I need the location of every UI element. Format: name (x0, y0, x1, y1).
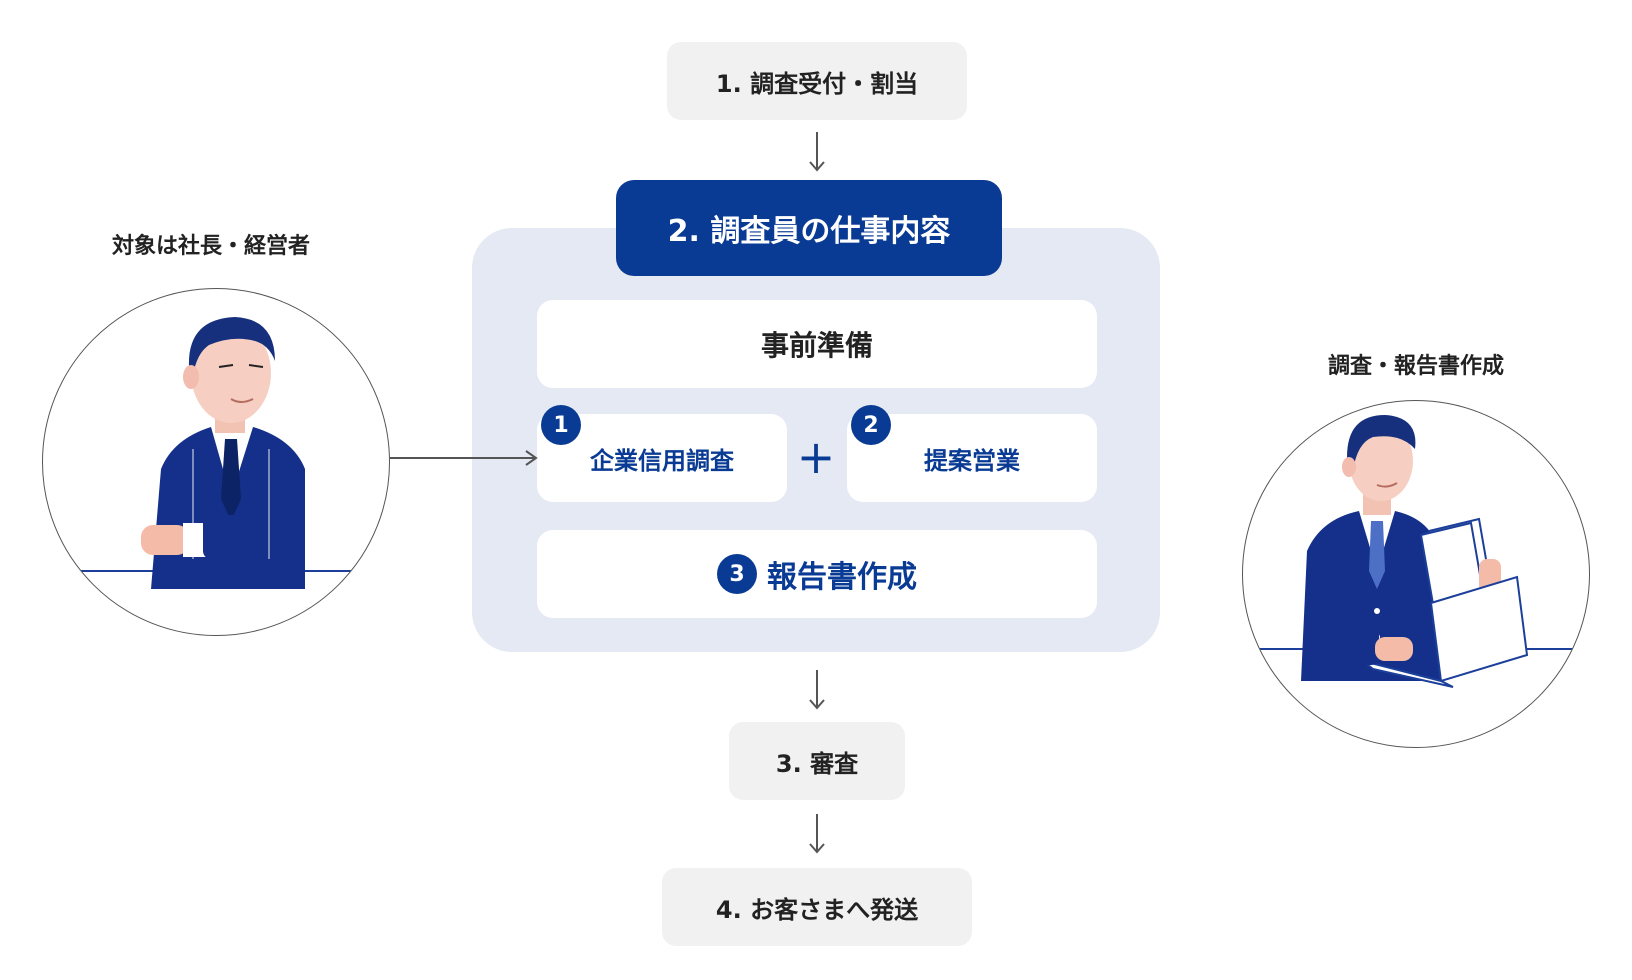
step-2-header-label: 2. 調査員の仕事内容 (667, 214, 951, 249)
right-caption: 調査・報告書作成 (1328, 354, 1505, 379)
left-caption: 対象は社長・経営者 (112, 234, 311, 259)
task-1-number-badge: 1 (541, 405, 581, 445)
plus-icon: + (796, 430, 836, 484)
task-3-number-badge: 3 (717, 554, 757, 594)
down-arrow-icon (809, 670, 825, 710)
down-arrow-icon (809, 814, 825, 854)
prep-card: 事前準備 (537, 300, 1097, 388)
task-3-card: 3 報告書作成 (537, 530, 1097, 618)
task-2-label: 提案営業 (924, 446, 1020, 475)
step-3-box: 3. 審査 (729, 722, 905, 800)
step-4-box: 4. お客さまへ発送 (662, 868, 972, 946)
step-1-label: 1. 調査受付・割当 (715, 69, 919, 98)
task-1-label: 企業信用調査 (590, 446, 734, 475)
step-2-header: 2. 調査員の仕事内容 (616, 180, 1002, 276)
prep-label: 事前準備 (760, 329, 873, 362)
step-3-label: 3. 審査 (775, 749, 859, 778)
investigator-illustration (1242, 400, 1590, 748)
step-1-box: 1. 調査受付・割当 (667, 42, 967, 120)
down-arrow-icon (809, 132, 825, 172)
step-4-label: 4. お客さまへ発送 (715, 895, 919, 924)
connector-arrow-icon (390, 450, 538, 466)
task-2-number-badge: 2 (851, 405, 891, 445)
task-3-label: 報告書作成 (767, 560, 917, 595)
executive-illustration (42, 288, 390, 636)
